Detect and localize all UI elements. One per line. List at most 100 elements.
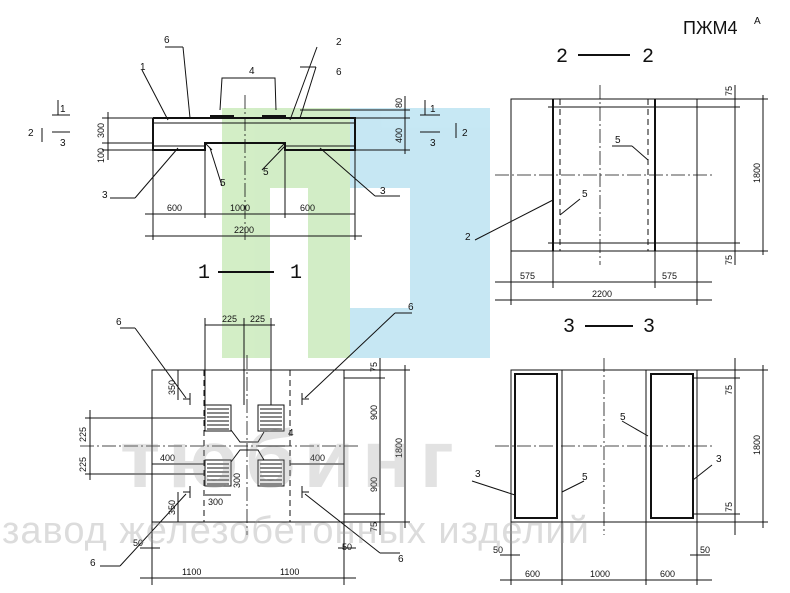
label-6-e: 6: [90, 558, 96, 569]
leader-2-2-2: [474, 199, 554, 241]
section-1-1-view: 6 1 4 2 6 3 5 5 3 600 1000 600 2200 80 4…: [28, 35, 468, 285]
label-4-a: 4: [249, 66, 255, 77]
dim-350-bot: 350: [167, 500, 177, 515]
leader-5-2-2-a: [631, 145, 649, 161]
dim-225-top-a: 225: [222, 314, 237, 324]
leader-3-left: [134, 147, 179, 199]
label-6-f: 6: [398, 554, 404, 565]
dim-600-3-3-left: 600: [525, 569, 540, 579]
dim-50-3-3-left: 50: [493, 545, 503, 555]
label-5-c: 5: [615, 135, 621, 146]
dim-75-plan-top: 75: [369, 362, 379, 372]
label-3-b: 3: [380, 186, 386, 197]
dim-225-left-a: 225: [78, 427, 88, 442]
leader-1: [141, 69, 169, 121]
dim-1800-2-2: 1800: [752, 163, 762, 183]
section-mark-i-right: 1: [430, 104, 436, 115]
dim-300: 300: [96, 123, 106, 138]
section-mark-ii-right: 2: [462, 128, 468, 139]
dim-400: 400: [394, 128, 404, 143]
opening-chamfer-right: [277, 142, 286, 151]
label-6-a: 6: [164, 35, 170, 46]
label-3-d: 3: [716, 454, 722, 465]
dim-1100-right: 1100: [280, 567, 299, 577]
label-3-c: 3: [475, 469, 481, 480]
section-mark-iii-right: 3: [430, 138, 436, 149]
dim-75-2-2-top: 75: [724, 86, 734, 96]
hatch-bl: [207, 463, 229, 485]
dim-75-3-3-bot: 75: [724, 502, 734, 512]
leader-5-2-2-b: [559, 198, 581, 216]
leader-5-right: [261, 145, 286, 171]
section-2-2-right-num: 2: [642, 46, 654, 69]
dim-225-left-b: 225: [78, 457, 88, 472]
leader-5-3-3-a: [621, 420, 649, 437]
logo-blue-right: [410, 188, 490, 358]
label-1: 1: [140, 62, 146, 73]
dim-225-top-b: 225: [250, 314, 265, 324]
dim-75-plan-bot: 75: [369, 522, 379, 532]
watermark-logo: [222, 108, 490, 358]
dim-400-left: 400: [160, 453, 175, 463]
opening-chamfer-left: [204, 142, 213, 151]
plan-view: 4 6 6 6 6 225 225 225 2: [78, 302, 414, 585]
dim-1000-3-3: 1000: [590, 569, 610, 579]
leader-6-plan-bl: [119, 493, 187, 567]
dim-50-left: 50: [133, 538, 143, 548]
leader-6-plan-br: [304, 493, 381, 554]
dim-1000: 1000: [230, 203, 250, 213]
logo-blue-cutout: [350, 188, 410, 308]
section-1-1-right-num: 1: [290, 262, 302, 285]
dim-300-h: 300: [208, 497, 223, 507]
section-mark-ii-left: 2: [28, 128, 34, 139]
watermark-subtitle: завод железобетонных изделий: [2, 510, 590, 552]
logo-blue-top: [350, 108, 490, 188]
dim-75-3-3-top: 75: [724, 385, 734, 395]
label-5-e: 5: [620, 412, 626, 423]
label-5-b: 5: [263, 167, 269, 178]
dim-900-top: 900: [369, 405, 379, 420]
section-2-2-left-num: 2: [556, 46, 568, 69]
leader-5-left: [209, 147, 223, 187]
dim-50-3-3-right: 50: [700, 545, 710, 555]
dim-100: 100: [96, 148, 106, 163]
hatch-tl: [207, 408, 229, 430]
label-6-b: 6: [336, 67, 342, 78]
dim-2200: 2200: [234, 225, 254, 235]
dim-80: 80: [394, 98, 404, 108]
label-2-a: 2: [336, 37, 342, 48]
label-6-d: 6: [408, 302, 414, 313]
hatch-br: [260, 463, 282, 485]
dim-1800-plan: 1800: [394, 438, 404, 458]
hatch-tr: [260, 408, 282, 430]
logo-green-bar-left: [222, 108, 270, 358]
logo-blue-bottom: [350, 308, 410, 358]
drawing-title-superscript: А: [754, 16, 761, 27]
leader-3-3-3-right: [692, 464, 713, 481]
section-mark-iii-left: 3: [60, 138, 66, 149]
dim-600-left: 600: [167, 203, 182, 213]
leader-5-3-3-b: [561, 480, 585, 493]
dim-600-right: 600: [300, 203, 315, 213]
dim-1800-3-3: 1800: [752, 435, 762, 455]
dim-400-right: 400: [310, 453, 325, 463]
dim-350-top: 350: [167, 380, 177, 395]
dim-50-right: 50: [342, 542, 352, 552]
embedded-plate-left: [210, 115, 234, 119]
label-2-b: 2: [465, 232, 471, 243]
watermark-brand: тюбинг: [120, 414, 462, 505]
section-3-3-view: 3 3 5 5 3 3 75 1800 75 50 50: [471, 316, 768, 585]
plan-lifting-loops: [183, 393, 309, 498]
leader-4-bracket: [219, 77, 277, 111]
section-mark-i-left: 1: [60, 104, 66, 115]
dim-900-bot: 900: [369, 477, 379, 492]
dim-1100-left: 1100: [182, 567, 201, 577]
leader-4-plan-bottom: [230, 449, 265, 463]
label-5-d: 5: [582, 189, 588, 200]
label-4-b: 4: [288, 428, 294, 439]
leader-4-plan-top: [230, 429, 265, 443]
leader-3-3-3-left: [471, 480, 516, 496]
label-5-a: 5: [220, 178, 226, 189]
dim-300-v: 300: [232, 473, 242, 488]
dim-600-3-3-right: 600: [660, 569, 675, 579]
